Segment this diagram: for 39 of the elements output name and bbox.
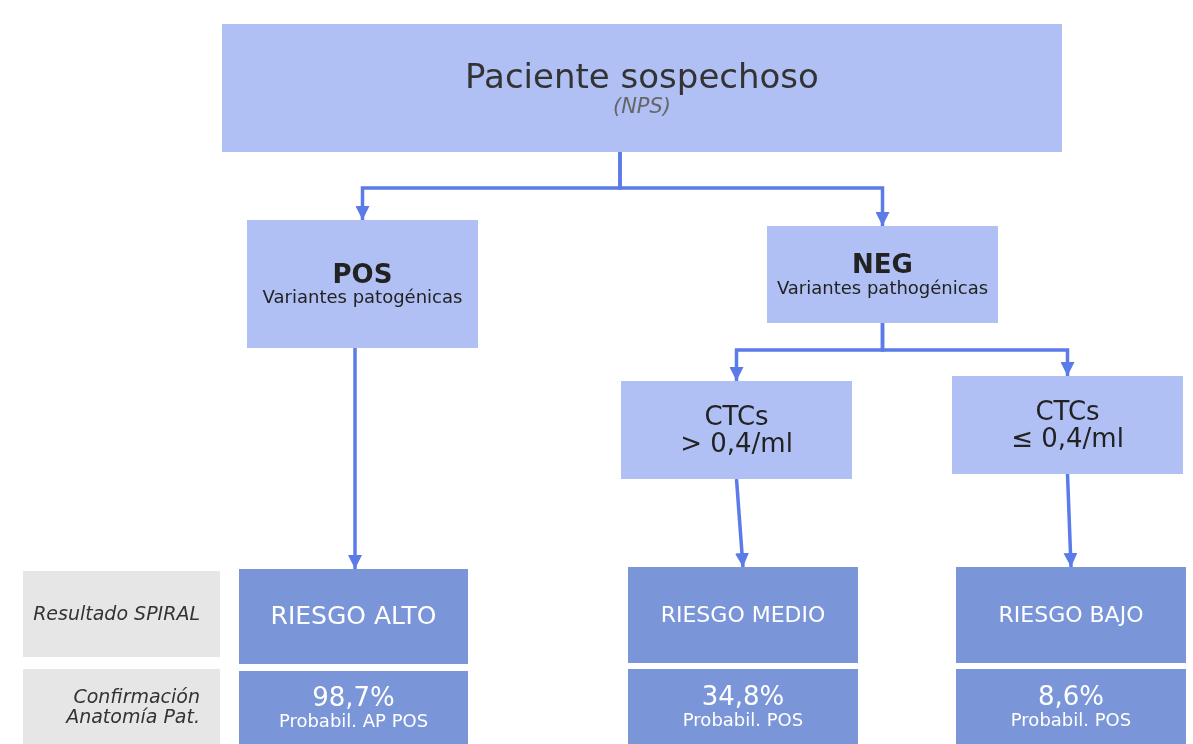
result-box [956,669,1186,744]
node-subtitle: ≤ 0,4/ml [1011,425,1124,453]
process-box [247,220,478,348]
node-title: CTCs [1035,397,1100,425]
result-box [239,671,468,744]
arrow [1063,473,1078,568]
node-subtitle: Variantes patogénicas [262,288,463,308]
node-title: Confirmación Anatomía Pat. [64,686,200,727]
node-subtitle: Probabil. POS [682,710,804,730]
result-box [239,569,468,664]
result-box [628,669,858,744]
process-box [621,381,852,479]
node-subtitle: Variantes pathogénicas [776,278,989,298]
row-header-box [23,669,220,744]
node-subtitle: Probabil. AP POS [278,711,429,731]
arrow [734,478,749,568]
node-title: NEG [852,251,913,279]
arrow [618,152,890,226]
node-title: POS [332,260,393,289]
node-subtitle: > 0,4/ml [680,430,793,458]
result-box [956,567,1186,663]
node-title: Resultado SPIRAL [33,604,200,624]
node-title: RIESGO ALTO [270,603,437,630]
node-title: 8,6% [1037,683,1105,711]
process-box [767,226,998,323]
arrow [348,348,362,569]
node-title: RIESGO MEDIO [660,603,826,627]
arrow [880,323,1075,376]
process-box [952,376,1183,474]
node-title: RIESGO BAJO [998,603,1144,627]
result-box [628,567,858,663]
node-subtitle: (NPS) [612,94,672,117]
node-title: 98,7% [312,684,395,712]
row-header-box [23,571,220,657]
node-subtitle: Probabil. POS [1010,710,1132,730]
process-box [222,24,1062,152]
node-title: CTCs [704,402,769,430]
node-title: Paciente sospechoso [465,59,819,95]
node-title: 34,8% [701,683,785,711]
